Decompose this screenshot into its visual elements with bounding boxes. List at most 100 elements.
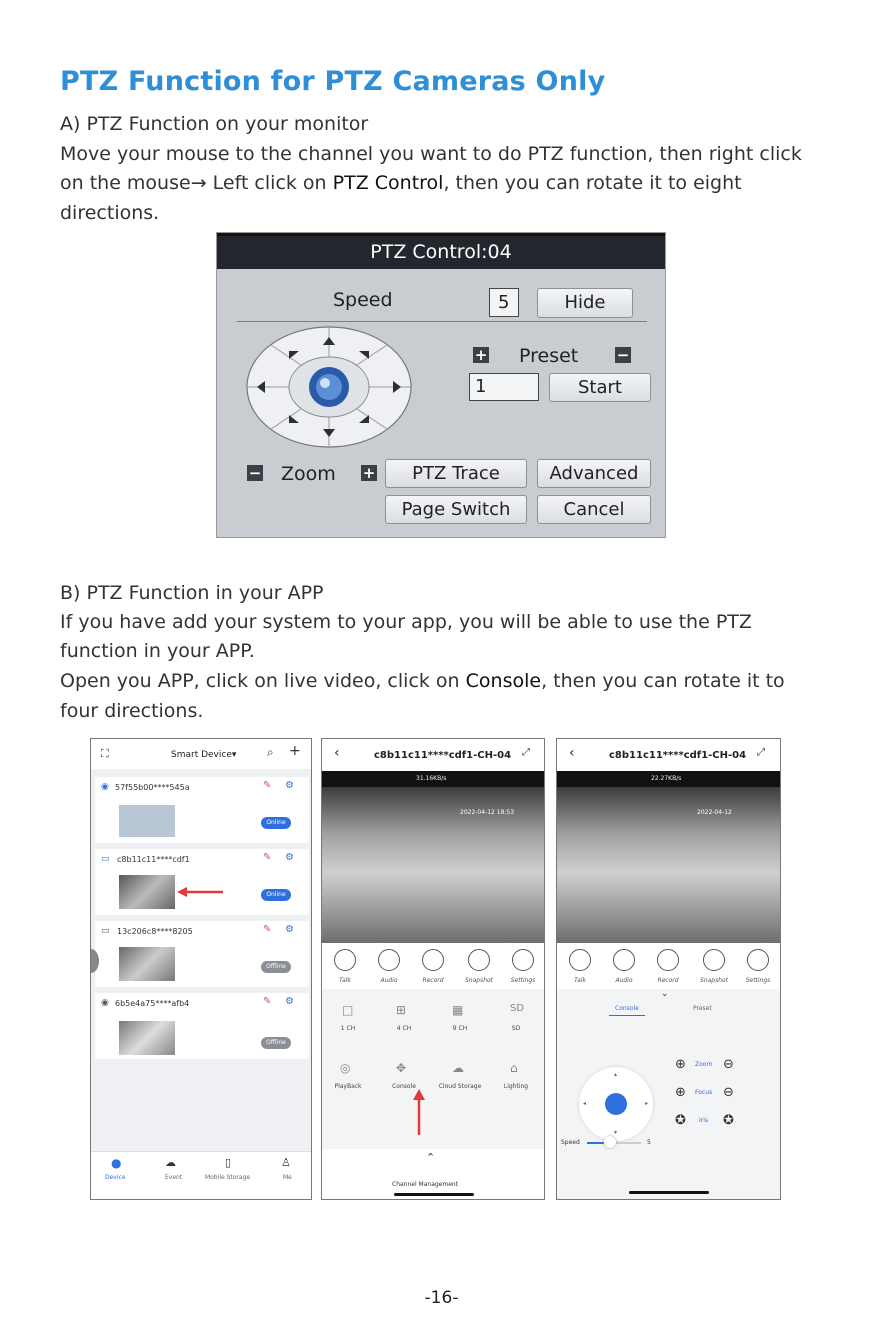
right-arrow-icon[interactable]: ▸ xyxy=(645,1100,649,1107)
up-arrow-icon[interactable]: ▴ xyxy=(614,1071,618,1078)
tab-preset[interactable]: Preset xyxy=(693,1005,712,1012)
record-icon[interactable] xyxy=(422,949,444,971)
fullscreen-icon[interactable]: ⤢ xyxy=(522,747,530,758)
advanced-button[interactable]: Advanced xyxy=(537,459,651,488)
talk-icon[interactable] xyxy=(334,949,356,971)
device-thumbnail[interactable] xyxy=(119,875,175,909)
grid-4ch[interactable]: 4 CH xyxy=(396,1025,412,1032)
channel-management[interactable]: Channel Management xyxy=(392,1181,459,1188)
device-card[interactable]: ▭ 13c206c8****8205 ✎ ⚙ Offline xyxy=(95,921,309,987)
grid-lighting[interactable]: Lighting xyxy=(503,1083,529,1090)
grid-sd[interactable]: SD xyxy=(511,1025,521,1032)
focus-in-icon[interactable]: ⊕ xyxy=(675,1085,686,1100)
device-card[interactable]: ◉ 57f55b00****545a ✎ ⚙ Online xyxy=(95,777,309,843)
person-icon[interactable]: ♙ xyxy=(281,1156,291,1169)
speed-input[interactable]: 5 xyxy=(489,288,519,317)
settings-icon[interactable]: ⚙ xyxy=(285,852,294,863)
cloud-storage-icon[interactable]: ☁ xyxy=(452,1061,464,1075)
tab-mobile-storage[interactable]: Mobile Storage xyxy=(205,1174,251,1181)
fullscreen-icon[interactable]: ⤢ xyxy=(757,747,765,758)
tab-console[interactable]: Console xyxy=(615,1005,639,1012)
tab-device[interactable]: Device xyxy=(105,1174,126,1181)
ptz-trace-button[interactable]: PTZ Trace xyxy=(385,459,527,488)
focus-out-icon[interactable]: ⊖ xyxy=(723,1085,734,1100)
tab-me[interactable]: Me xyxy=(283,1174,292,1181)
preset-plus-icon[interactable]: + xyxy=(473,346,489,364)
playback-icon[interactable]: ◎ xyxy=(340,1061,351,1075)
device-thumbnail[interactable] xyxy=(119,1021,175,1055)
sd-icon[interactable]: SD xyxy=(510,1003,525,1014)
storage-icon[interactable]: ▯ xyxy=(225,1156,232,1169)
cancel-button[interactable]: Cancel xyxy=(537,495,651,524)
preset-input[interactable]: 1 xyxy=(469,373,539,401)
ptz-control-dialog: PTZ Control:04 Speed 5 Hide + Preset − 1 xyxy=(216,232,666,538)
direction-pad[interactable] xyxy=(245,325,413,449)
side-handle[interactable] xyxy=(91,949,99,973)
live-video[interactable]: 2022-04-12 18:53 xyxy=(322,787,544,943)
phone1-title[interactable]: Smart Device▾ xyxy=(171,750,237,760)
back-icon[interactable]: ‹ xyxy=(334,745,340,761)
grid-cloud-storage[interactable]: Cloud Storage xyxy=(438,1083,482,1090)
search-icon[interactable]: ⌕ xyxy=(267,745,274,759)
device-thumbnail[interactable] xyxy=(119,947,175,981)
grid-console[interactable]: Console xyxy=(392,1083,416,1090)
zoom-minus-icon[interactable]: − xyxy=(247,464,263,482)
zoom-plus-icon[interactable]: + xyxy=(361,464,377,482)
status-badge: Offline xyxy=(261,1037,291,1049)
joystick-knob[interactable] xyxy=(605,1093,627,1115)
settings-icon[interactable] xyxy=(512,949,534,971)
cloud-icon[interactable]: ☁ xyxy=(165,1156,176,1169)
settings-icon[interactable] xyxy=(747,949,769,971)
edit-icon[interactable]: ✎ xyxy=(263,996,272,1007)
single-channel-icon[interactable]: □ xyxy=(342,1003,354,1017)
page-switch-button[interactable]: Page Switch xyxy=(385,495,527,524)
start-button[interactable]: Start xyxy=(549,373,651,402)
settings-icon[interactable]: ⚙ xyxy=(285,924,294,935)
snapshot-icon[interactable] xyxy=(703,949,725,971)
tab-event[interactable]: Event xyxy=(165,1174,183,1181)
record-icon[interactable] xyxy=(657,949,679,971)
live-video[interactable]: 2022-04-12 xyxy=(557,787,780,943)
bitrate-bar: 31.16KB/s xyxy=(322,771,544,787)
edit-icon[interactable]: ✎ xyxy=(263,924,272,935)
back-icon[interactable]: ‹ xyxy=(569,745,575,761)
device-card[interactable]: ▭ c8b11c11****cdf1 ✎ ⚙ Online xyxy=(95,849,309,915)
left-arrow-icon[interactable]: ◂ xyxy=(583,1100,587,1107)
line3-post: , then you can rotate it to xyxy=(541,670,785,692)
video-timestamp: 2022-04-12 xyxy=(697,809,732,816)
audio-icon[interactable] xyxy=(378,949,400,971)
lighting-icon[interactable]: ⌂ xyxy=(510,1061,518,1075)
speed-slider-thumb[interactable] xyxy=(604,1136,616,1148)
settings-icon[interactable]: ⚙ xyxy=(285,780,294,791)
talk-label: Talk xyxy=(574,977,586,984)
section-a-line-1: Move your mouse to the channel you want … xyxy=(60,143,802,165)
device-card[interactable]: ◉ 6b5e4a75****afb4 ✎ ⚙ Offline xyxy=(95,993,309,1059)
grid-1ch[interactable]: 1 CH xyxy=(340,1025,356,1032)
snapshot-icon[interactable] xyxy=(468,949,490,971)
zoom-in-icon[interactable]: ⊕ xyxy=(675,1057,686,1072)
iris-close-icon[interactable]: ✪ xyxy=(723,1113,734,1128)
settings-icon[interactable]: ⚙ xyxy=(285,996,294,1007)
scan-icon[interactable]: ⛶ xyxy=(101,747,109,760)
four-channel-icon[interactable]: ⊞ xyxy=(396,1003,407,1017)
section-b-title: B) PTZ Function in your APP xyxy=(60,582,324,604)
nine-channel-icon[interactable]: ▦ xyxy=(452,1003,464,1017)
console-icon[interactable]: ✥ xyxy=(396,1061,407,1075)
collapse-icon[interactable]: ⌄ xyxy=(661,989,669,999)
edit-icon[interactable]: ✎ xyxy=(263,852,272,863)
iris-open-icon[interactable]: ✪ xyxy=(675,1113,686,1128)
preset-minus-icon[interactable]: − xyxy=(615,346,631,364)
talk-icon[interactable] xyxy=(569,949,591,971)
edit-icon[interactable]: ✎ xyxy=(263,780,272,791)
grid-playback[interactable]: PlayBack xyxy=(334,1083,362,1090)
grid-9ch[interactable]: 9 CH xyxy=(452,1025,468,1032)
device-thumbnail[interactable] xyxy=(119,805,175,837)
down-arrow-icon[interactable]: ▾ xyxy=(614,1129,618,1136)
device-tab-icon[interactable]: ● xyxy=(111,1156,122,1170)
hide-button[interactable]: Hide xyxy=(537,288,633,318)
zoom-out-icon[interactable]: ⊖ xyxy=(723,1057,734,1072)
ptz-joystick[interactable]: ▴ ▾ ◂ ▸ xyxy=(579,1067,653,1141)
expand-up-icon[interactable]: ⌃ xyxy=(426,1151,436,1164)
audio-icon[interactable] xyxy=(613,949,635,971)
add-icon[interactable]: + xyxy=(289,743,301,759)
